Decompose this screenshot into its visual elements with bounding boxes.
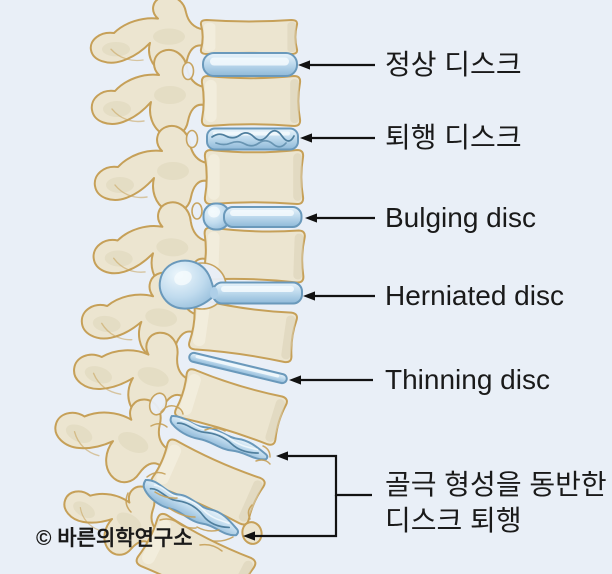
foramen-holes <box>148 61 203 416</box>
label-herniated-disc: Herniated disc <box>385 280 564 311</box>
disc-herniated <box>158 259 303 310</box>
label-bulging-disc: Bulging disc <box>385 202 536 233</box>
arrows <box>243 60 375 541</box>
disc-bulging <box>202 202 303 231</box>
label-osteophyte-line1: 골극 형성을 동반한 <box>385 469 607 500</box>
arrow-bulging-disc <box>305 213 375 223</box>
arrow-degenerated-disc <box>300 133 375 143</box>
arrow-thinning-disc <box>289 375 373 385</box>
disc-thinning <box>188 351 288 385</box>
label-degenerated-disc: 퇴행 디스크 <box>385 122 522 153</box>
disc-normal <box>202 52 298 77</box>
label-thinning-disc: Thinning disc <box>385 364 550 395</box>
copyright-text: © 바른의학연구소 <box>36 527 193 550</box>
arrow-normal-disc <box>298 60 375 70</box>
label-osteophyte-line2: 디스크 퇴행 <box>385 505 522 536</box>
label-normal-disc: 정상 디스크 <box>385 49 522 80</box>
disc-degenerated <box>206 127 299 151</box>
arrow-herniated-disc <box>303 291 375 301</box>
osteophyte-squiggles <box>125 405 271 552</box>
label-osteophyte-degeneration: 골극 형성을 동반한 디스크 퇴행 <box>385 467 607 539</box>
bracket-osteophyte <box>243 451 372 541</box>
